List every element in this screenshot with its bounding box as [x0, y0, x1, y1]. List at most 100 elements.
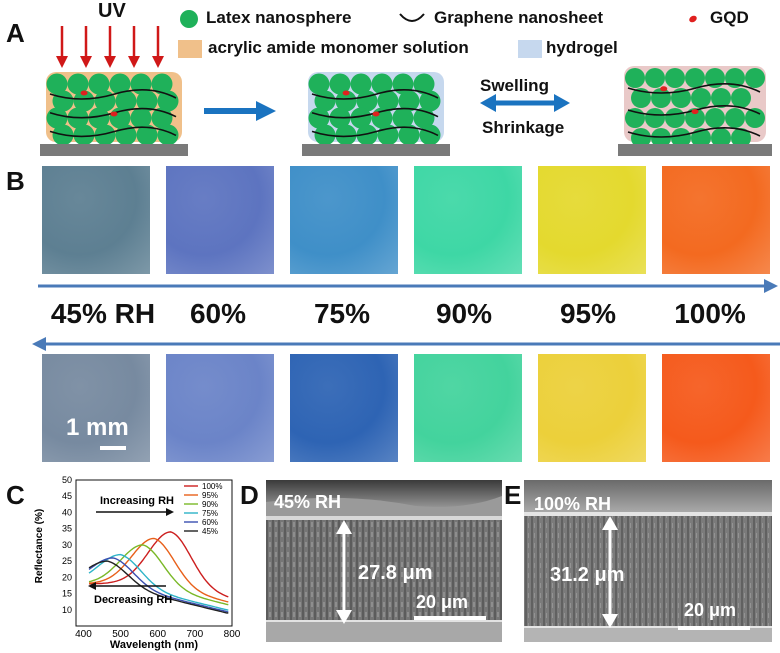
panel-letter-a: A — [6, 18, 25, 48]
rh-label-60: 60% — [189, 298, 247, 329]
latex-nanosphere — [398, 90, 420, 112]
process-arrow-icon — [204, 101, 276, 121]
legend-hydrogel: hydrogel — [546, 38, 618, 57]
scale-bar-label: 1 mm — [66, 414, 129, 441]
top-swatch-4 — [538, 166, 646, 274]
legend-monomer: acrylic amide monomer solution — [208, 38, 469, 57]
sem-d-rh-label: 45% RH — [274, 492, 342, 512]
gqd-dot — [372, 111, 380, 117]
top-swatch-5 — [662, 166, 770, 274]
y-tick-label: 45 — [62, 491, 72, 501]
rh-label-75: 75% — [313, 298, 371, 329]
y-tick-label: 30 — [62, 540, 72, 550]
latex-nanosphere — [731, 88, 751, 108]
top-swatch-0 — [42, 166, 150, 274]
chart-y-label: Reflectance (%) — [34, 509, 45, 583]
schematic-hydrogel — [302, 72, 450, 156]
graphene-nanosheet — [49, 89, 177, 100]
substrate — [40, 144, 188, 156]
x-tick-label: 700 — [187, 629, 204, 640]
top-swatch-2 — [290, 166, 398, 274]
bottom-swatch-5 — [662, 354, 770, 462]
scale-bar — [100, 446, 126, 450]
schematic-swollen — [618, 66, 772, 156]
substrate — [302, 144, 450, 156]
x-tick-label: 400 — [75, 629, 92, 640]
uv-arrow-head — [128, 56, 140, 68]
legend-label: 75% — [202, 509, 218, 518]
uv-label: UV — [98, 0, 126, 22]
latex-nanosphere — [731, 128, 751, 148]
latex-nanosphere — [671, 88, 691, 108]
latex-nanosphere — [665, 108, 685, 128]
legend-label: 95% — [202, 491, 218, 500]
latex-nanosphere — [151, 73, 173, 95]
latex-nanosphere — [745, 68, 765, 88]
sem-image-100rh: 100% RH 31.2 μm 20 μm — [524, 480, 772, 642]
legend-label: 90% — [202, 500, 218, 509]
sem-e-rh-label: 100% RH — [534, 494, 612, 514]
series-line-95% — [88, 537, 229, 603]
legend-latex: Latex nanosphere — [206, 8, 352, 27]
latex-nanosphere — [136, 90, 158, 112]
series-line-75% — [88, 553, 229, 611]
latex-nanosphere — [413, 73, 435, 95]
gqd-dot — [660, 86, 668, 92]
hydrogel-swatch-icon — [518, 40, 542, 58]
graphene-nanosheet-icon — [399, 13, 425, 22]
panel-letter-c: C — [6, 480, 25, 510]
latex-nanosphere — [651, 88, 671, 108]
bottom-swatch-2 — [290, 354, 398, 462]
rh-label-100: 100% — [674, 298, 746, 329]
latex-nanosphere — [705, 68, 725, 88]
latex-nanosphere — [88, 73, 110, 95]
sem-image-45rh: 45% RH 27.8 μm 20 μm — [266, 480, 502, 642]
legend-label: 45% — [202, 527, 218, 536]
latex-nanosphere — [711, 128, 731, 148]
latex-nanosphere — [350, 107, 372, 129]
latex-nanosphere — [392, 107, 414, 129]
uv-arrow-head — [80, 56, 92, 68]
graphene-nanosheet — [49, 126, 177, 138]
latex-nanosphere — [705, 108, 725, 128]
latex-nanosphere — [67, 73, 89, 95]
latex-nanosphere — [350, 73, 372, 95]
latex-nanosphere — [109, 73, 131, 95]
latex-nanosphere — [130, 107, 152, 129]
uv-arrow-head — [56, 56, 68, 68]
x-tick-label: 600 — [149, 629, 166, 640]
latex-nanosphere — [94, 124, 116, 146]
latex-nanosphere — [665, 68, 685, 88]
series-line-90% — [88, 544, 229, 606]
latex-nanosphere — [725, 108, 745, 128]
latex-nanosphere — [335, 124, 357, 146]
gqd-dot — [80, 90, 88, 96]
sem-d-thickness: 27.8 μm — [358, 562, 433, 584]
y-tick-label: 50 — [62, 475, 72, 485]
x-tick-label: 800 — [224, 629, 241, 640]
latex-nanosphere — [631, 128, 651, 148]
latex-nanosphere — [725, 68, 745, 88]
y-tick-label: 25 — [62, 556, 72, 566]
gqd-dot — [110, 111, 118, 117]
uv-arrow-head — [104, 56, 116, 68]
legend-gqd: GQD — [710, 8, 749, 27]
latex-nanosphere-icon — [180, 10, 198, 28]
series-line-60% — [88, 557, 229, 613]
chart-frame — [75, 479, 233, 627]
bottom-swatch-4 — [538, 354, 646, 462]
y-tick-label: 10 — [62, 605, 72, 615]
schematic-monomer — [40, 72, 188, 156]
rh-label-45: 45% RH — [50, 298, 156, 329]
decreasing-rh-annotation: Decreasing RH — [94, 594, 172, 606]
gqd-dot — [342, 90, 350, 96]
latex-nanosphere — [377, 90, 399, 112]
latex-nanosphere — [625, 108, 645, 128]
latex-nanosphere — [329, 73, 351, 95]
legend-label: 100% — [202, 482, 222, 491]
latex-nanosphere — [645, 68, 665, 88]
increasing-rh-annotation: Increasing RH — [100, 495, 174, 507]
latex-nanosphere — [136, 124, 158, 146]
latex-nanosphere — [651, 128, 671, 148]
